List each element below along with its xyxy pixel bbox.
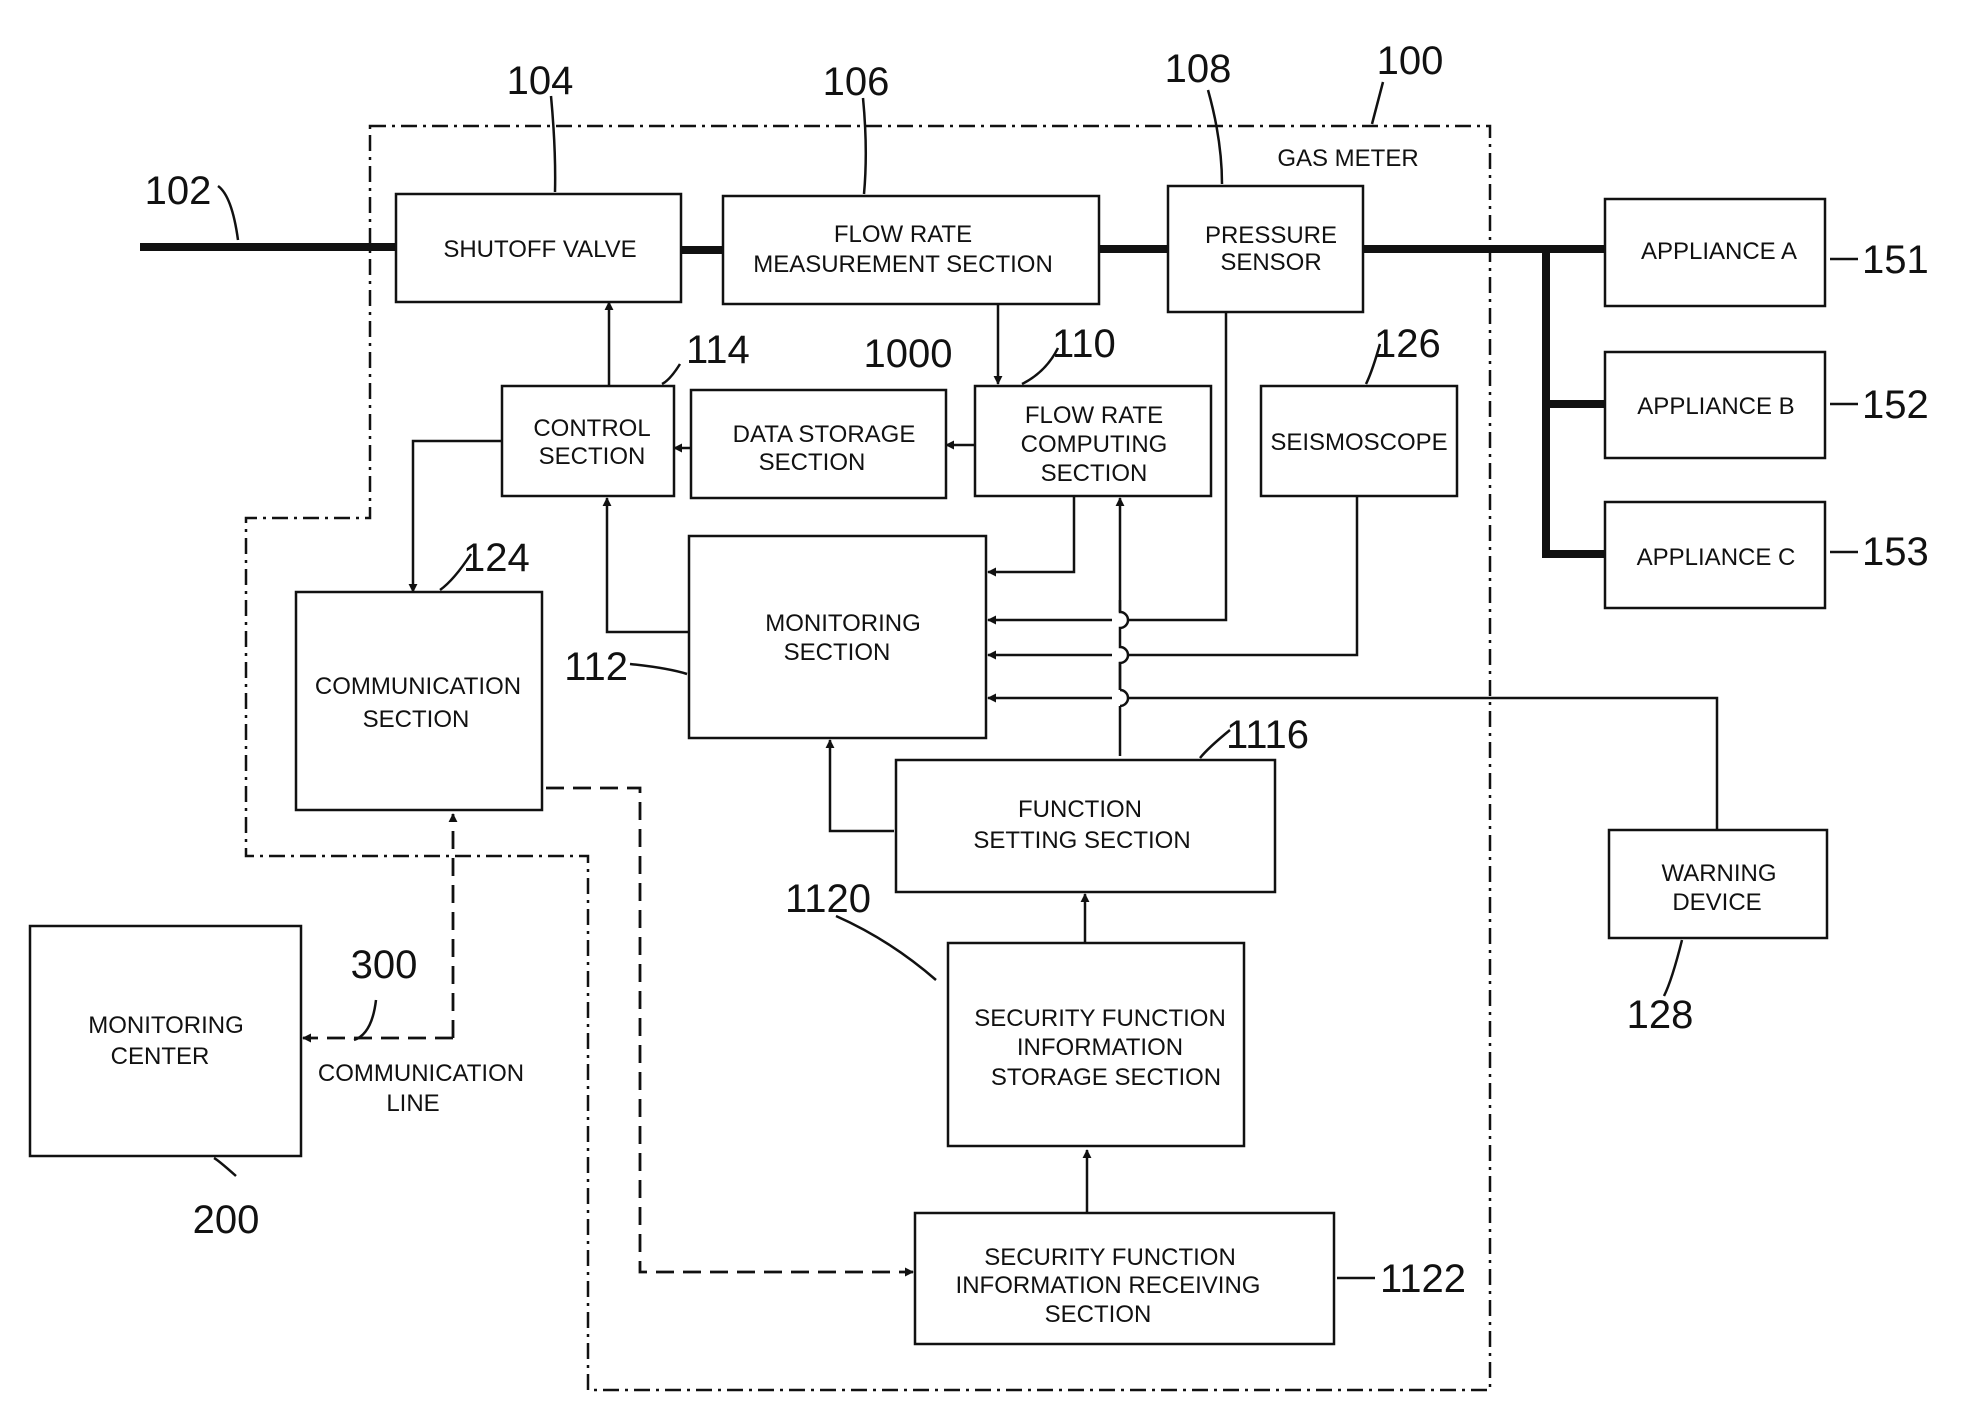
shutoff-valve-label: SHUTOFF VALVE	[443, 236, 636, 263]
ref-114: 114	[686, 328, 750, 372]
box-label: COMMUNICATION	[315, 673, 521, 700]
ref-112: 112	[564, 645, 628, 689]
appliance-b-box: APPLIANCE B	[1605, 352, 1825, 458]
box-label: SECTION	[363, 706, 470, 733]
ref-300: 300	[351, 943, 418, 987]
communication-line-label-1: COMMUNICATION	[318, 1060, 524, 1087]
box-label: CENTER	[111, 1043, 210, 1070]
communication-section-box: COMMUNICATION SECTION	[296, 592, 542, 810]
flow-rate-measurement-box: FLOW RATE MEASUREMENT SECTION	[723, 196, 1099, 304]
box-label: SECTION	[759, 449, 866, 476]
box-label: APPLIANCE A	[1641, 238, 1797, 265]
box-label: SETTING SECTION	[973, 827, 1190, 854]
ref-153: 153	[1862, 530, 1929, 574]
box-label: STORAGE SECTION	[991, 1064, 1221, 1091]
box-label: SECTION	[1045, 1301, 1152, 1328]
box-label: FLOW RATE	[834, 221, 972, 248]
control-section-box: CONTROL SECTION	[502, 386, 674, 496]
ref-1000: 1000	[864, 332, 953, 376]
ref-1116: 1116	[1226, 713, 1309, 757]
ref-124: 124	[463, 536, 530, 580]
box-label: SENSOR	[1220, 249, 1321, 276]
ref-128: 128	[1627, 993, 1694, 1037]
ref-100: 100	[1377, 39, 1444, 83]
box-label: SECURITY FUNCTION	[974, 1005, 1226, 1032]
box-label: SECTION	[1041, 460, 1148, 487]
box-label: APPLIANCE C	[1637, 544, 1796, 571]
box-label: FLOW RATE	[1025, 402, 1163, 429]
box-label: SEISMOSCOPE	[1270, 429, 1447, 456]
gas-meter-label: GAS METER	[1277, 145, 1418, 172]
appliance-c-box: APPLIANCE C	[1605, 502, 1825, 608]
box-label: DATA STORAGE	[733, 421, 916, 448]
dashed-links	[303, 788, 913, 1272]
box-label: WARNING	[1661, 860, 1776, 887]
box-label: SECTION	[539, 443, 646, 470]
ref-1122: 1122	[1380, 1257, 1466, 1301]
security-function-receiving-box: SECURITY FUNCTION INFORMATION RECEIVING …	[915, 1213, 1334, 1344]
pressure-sensor-box: PRESSURE SENSOR	[1168, 186, 1363, 312]
box-label: FUNCTION	[1018, 796, 1142, 823]
ref-108: 108	[1165, 47, 1232, 91]
box-label: COMPUTING	[1021, 431, 1168, 458]
data-storage-box: DATA STORAGE SECTION	[691, 390, 946, 498]
flow-rate-computing-box: FLOW RATE COMPUTING SECTION	[975, 386, 1211, 496]
box-label: SECTION	[784, 639, 891, 666]
monitoring-center-box: MONITORING CENTER	[30, 926, 301, 1156]
monitoring-section-box: MONITORING SECTION	[689, 536, 986, 738]
ref-1120: 1120	[785, 877, 871, 921]
ref-110: 110	[1052, 322, 1116, 366]
ref-126: 126	[1374, 322, 1441, 366]
ref-151: 151	[1862, 238, 1929, 282]
box-label: DEVICE	[1672, 889, 1761, 916]
communication-line-label-2: LINE	[386, 1090, 439, 1117]
box-label: SECURITY FUNCTION	[984, 1244, 1236, 1271]
box-label: MEASUREMENT SECTION	[753, 251, 1053, 278]
box-label: PRESSURE	[1205, 222, 1337, 249]
box-label: INFORMATION RECEIVING	[956, 1272, 1261, 1299]
security-function-storage-box: SECURITY FUNCTION INFORMATION STORAGE SE…	[948, 943, 1244, 1146]
box-label: INFORMATION	[1017, 1034, 1183, 1061]
ref-200: 200	[193, 1198, 260, 1242]
box-label: MONITORING	[88, 1012, 244, 1039]
ref-152: 152	[1862, 383, 1929, 427]
box-label: APPLIANCE B	[1637, 393, 1794, 420]
warning-device-box: WARNING DEVICE	[1609, 830, 1827, 938]
ref-106: 106	[823, 60, 890, 104]
appliance-a-box: APPLIANCE A	[1605, 199, 1825, 306]
ref-102: 102	[145, 169, 212, 213]
shutoff-valve-box: SHUTOFF VALVE	[396, 194, 681, 302]
box-label: MONITORING	[765, 610, 921, 637]
ref-104: 104	[507, 59, 574, 103]
box-label: CONTROL	[533, 415, 650, 442]
seismoscope-box: SEISMOSCOPE	[1261, 386, 1457, 496]
function-setting-box: FUNCTION SETTING SECTION	[896, 760, 1275, 892]
